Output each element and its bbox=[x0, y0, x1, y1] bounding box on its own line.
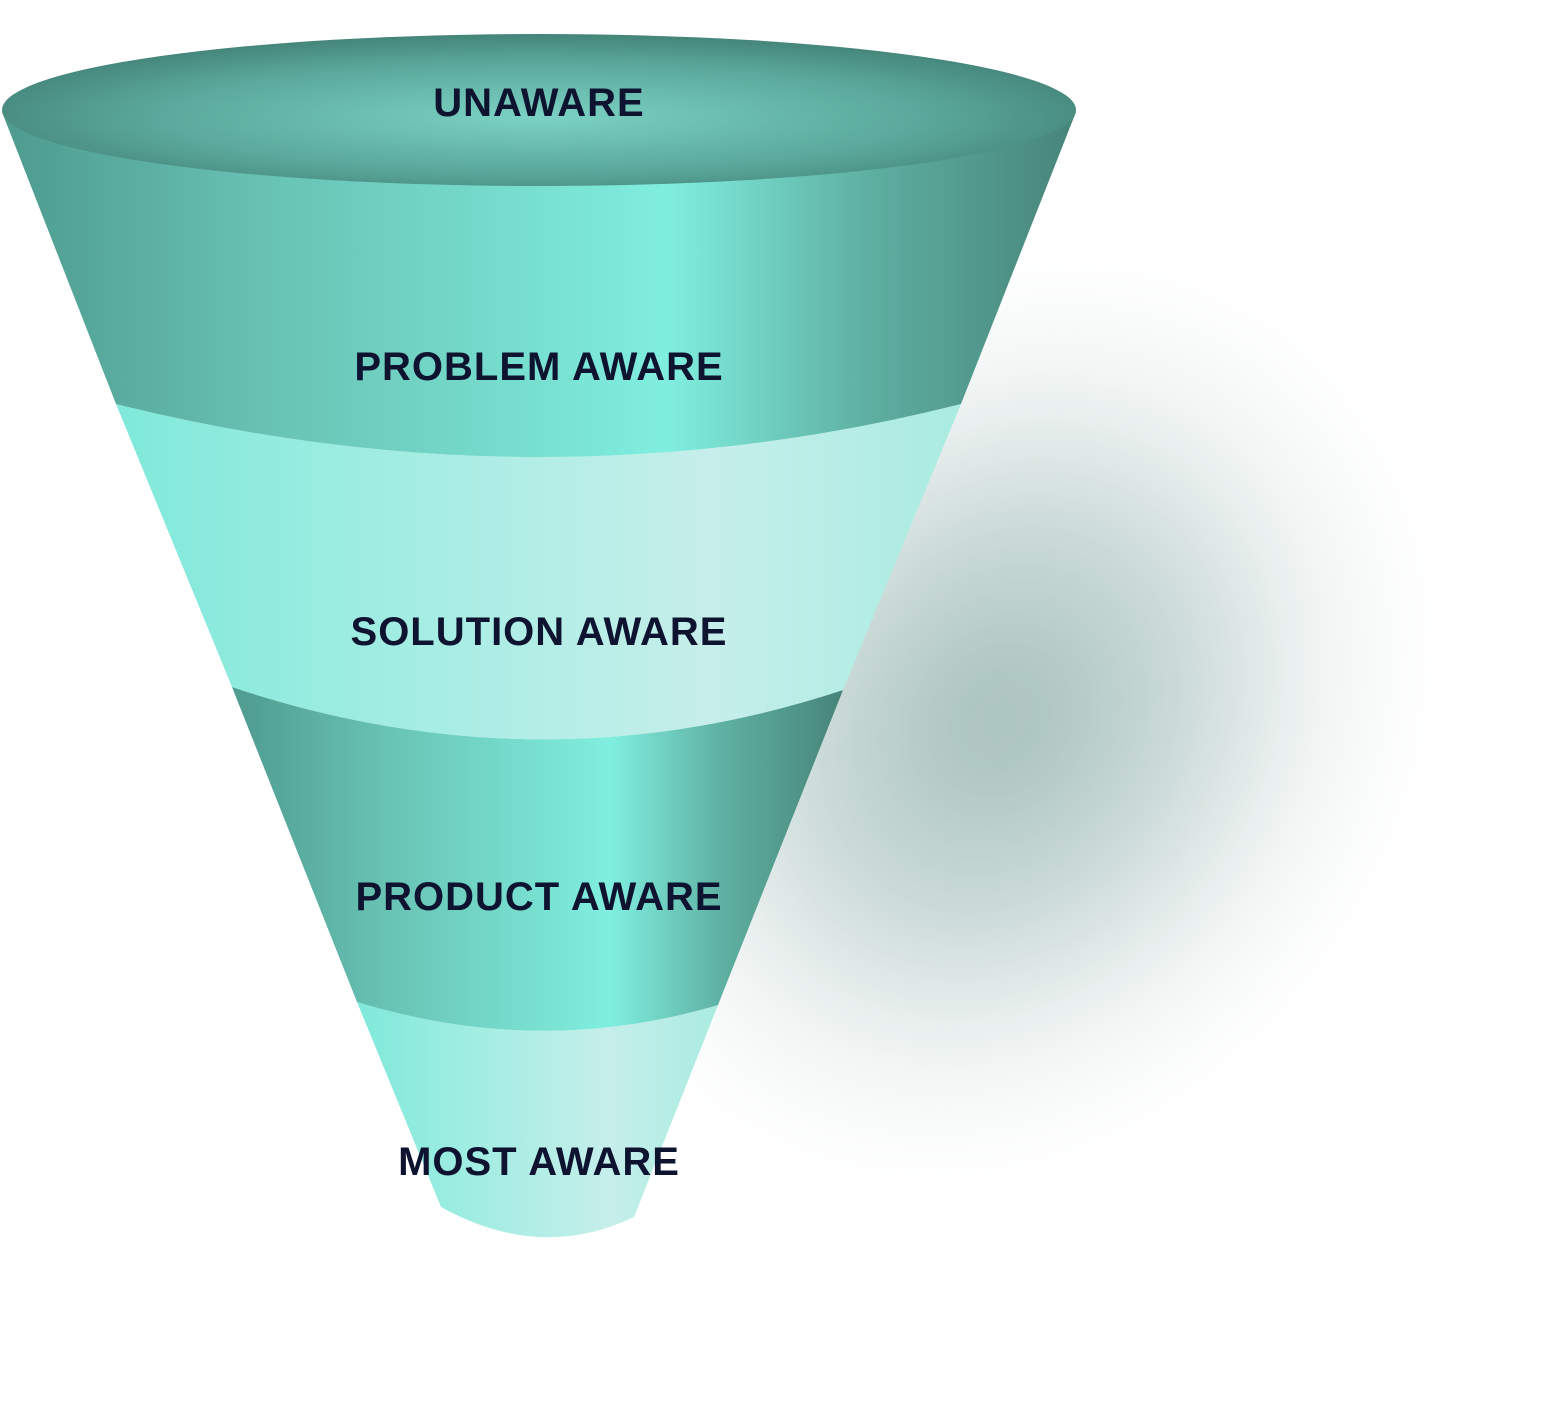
stage-solution-aware-band bbox=[116, 404, 961, 740]
stage-most-aware-band bbox=[357, 1002, 718, 1238]
stage-label-most-aware: MOST AWARE bbox=[398, 1140, 680, 1184]
stage-unaware-rim bbox=[2, 34, 1076, 186]
stage-label-product-aware: PRODUCT AWARE bbox=[355, 875, 722, 919]
stage-label-unaware: UNAWARE bbox=[433, 81, 644, 125]
stage-label-problem-aware: PROBLEM AWARE bbox=[354, 345, 723, 389]
stage-product-aware-band bbox=[232, 687, 843, 1031]
stage-problem-aware-band bbox=[2, 112, 1076, 457]
stage-label-solution-aware: SOLUTION AWARE bbox=[351, 610, 728, 654]
